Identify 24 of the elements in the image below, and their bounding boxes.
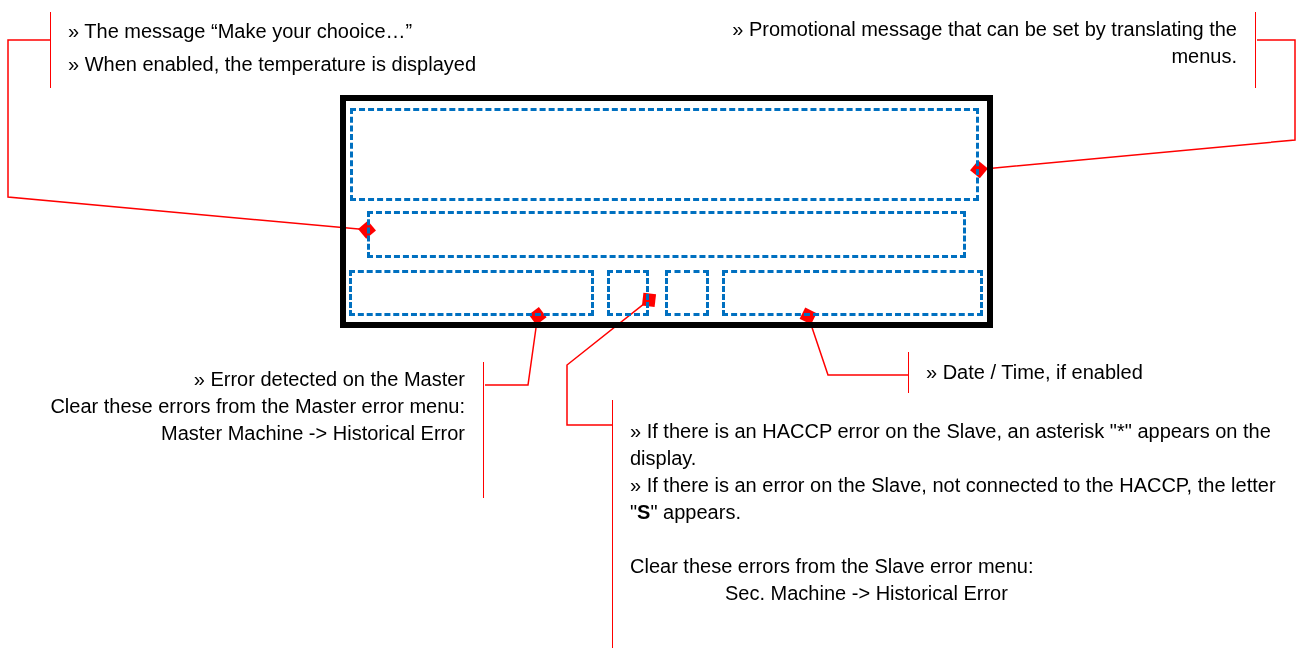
callout-text: » If there is an error on the Slave, not connected to the HACCP, the letter "S" appears. xyxy=(630,473,1277,525)
leader-line xyxy=(484,307,547,386)
callout-text: Clear these errors from the Slave error menu: xyxy=(630,554,1035,579)
leader-line xyxy=(566,292,657,426)
leader-line xyxy=(7,39,376,239)
callout-text: » Promotional message that can be set by translating the menus. xyxy=(731,17,1237,69)
display-zone xyxy=(349,270,594,316)
leader-line xyxy=(799,307,909,376)
callout-text: Clear these errors from the Master error menu: xyxy=(49,394,465,419)
display-frame xyxy=(340,95,993,328)
callout-text: » When enabled, the temperature is displayed xyxy=(68,52,478,77)
callout-bracket xyxy=(730,12,1256,88)
callout-text: » Error detected on the Master xyxy=(192,367,465,392)
leader-line xyxy=(970,39,1296,179)
callout-text: » If there is an HACCP error on the Slave, an asterisk "*" appears on the display. xyxy=(630,419,1272,471)
display-zone xyxy=(722,270,983,316)
callout-text: Sec. Machine -> Historical Error xyxy=(724,581,1009,606)
callout-text: » The message “Make your chooice…” xyxy=(68,19,414,44)
display-zone xyxy=(665,270,709,316)
callout-text: » Date / Time, if enabled xyxy=(926,360,1144,385)
display-zone xyxy=(607,270,649,316)
callout-text: Master Machine -> Historical Error xyxy=(160,421,465,446)
display-zone xyxy=(350,108,979,201)
display-zone xyxy=(367,211,966,258)
